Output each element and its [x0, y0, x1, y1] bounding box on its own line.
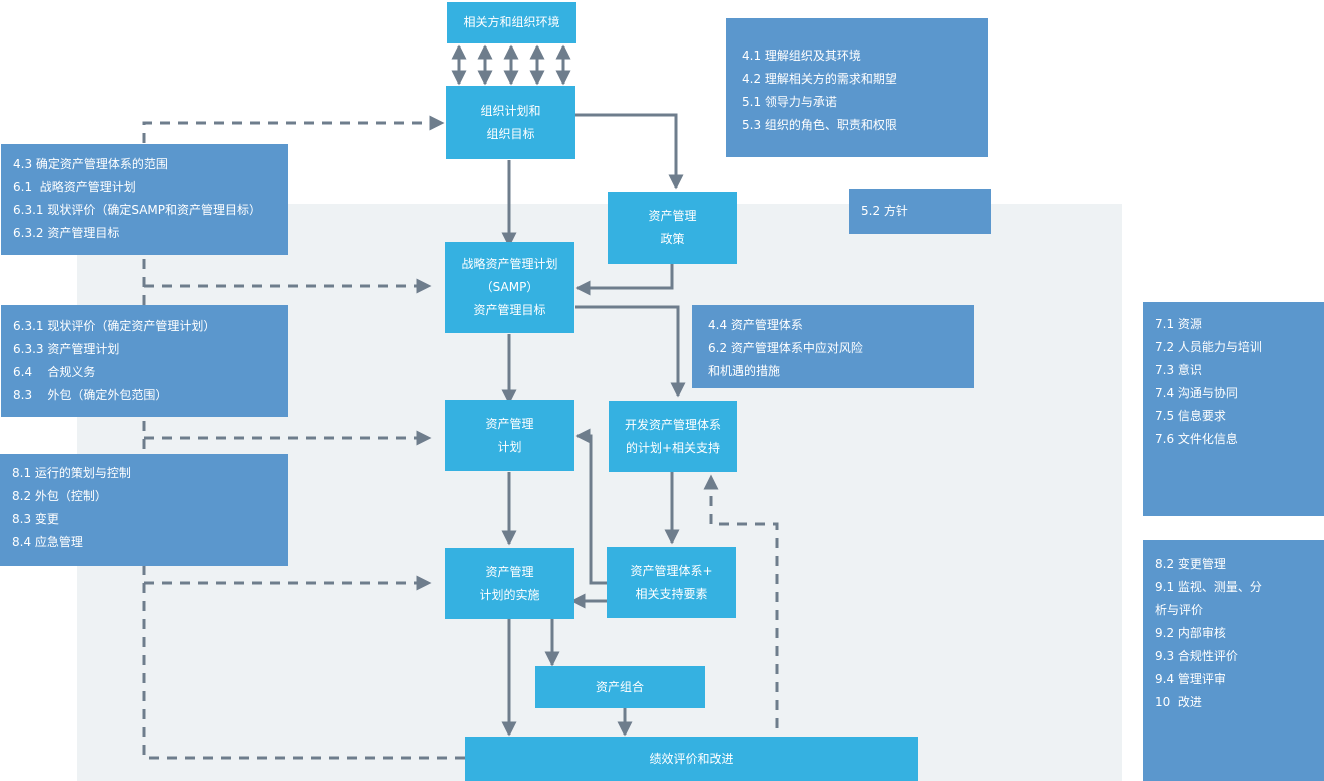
clause-line: 6.3.2 资产管理目标: [13, 226, 120, 240]
am-policy-label-1: 资产管理: [648, 209, 697, 223]
clause-line: 7.5 信息要求: [1155, 409, 1226, 423]
performance-node: 绩效评价和改进: [465, 737, 918, 781]
clause-line: 8.4 应急管理: [12, 535, 83, 549]
portfolio-label: 资产组合: [595, 679, 644, 694]
clause-line: 和机遇的措施: [708, 364, 781, 378]
clause-line: 7.3 意识: [1155, 363, 1202, 377]
clause-line: 析与评价: [1155, 603, 1204, 617]
am-policy-node: 资产管理 政策: [608, 192, 737, 264]
clause-line: 5.3 组织的角色、职责和权限: [742, 118, 897, 132]
dev-system-label-2: 的计划+相关支持: [625, 440, 721, 455]
clause-line: 9.1 监视、测量、分: [1155, 580, 1262, 594]
am-impl-node: 资产管理 计划的实施: [445, 548, 574, 619]
clause-line: 8.3 变更: [12, 512, 59, 526]
org-plan-label-1: 组织计划和: [480, 103, 541, 118]
clause-box-planning: 6.3.1 现状评价（确定资产管理计划） 6.3.3 资产管理计划 6.4 合规…: [1, 305, 288, 417]
dev-system-label-1: 开发资产管理体系: [624, 417, 721, 432]
clause-line: 4.2 理解相关方的需求和期望: [742, 72, 897, 86]
clause-line: 6.1 战略资产管理计划: [13, 180, 136, 194]
clause-line: 5.2 方针: [861, 204, 908, 218]
portfolio-node: 资产组合: [535, 666, 705, 708]
clause-line: 9.4 管理评审: [1155, 672, 1226, 686]
clause-line: 9.2 内部审核: [1155, 626, 1226, 640]
clause-line: 6.4 合规义务: [13, 365, 96, 379]
clause-line: 6.2 资产管理体系中应对风险: [708, 341, 863, 355]
system-support-label-1: 资产管理体系+: [630, 563, 713, 578]
clause-line: 7.2 人员能力与培训: [1155, 340, 1262, 354]
samp-label-1: 战略资产管理计划: [461, 257, 558, 271]
clause-line: 6.3.3 资产管理计划: [13, 342, 120, 356]
clause-line: 6.3.1 现状评价（确定资产管理计划）: [13, 319, 216, 333]
clause-line: 8.1 运行的策划与控制: [12, 466, 131, 480]
samp-label-3: 资产管理目标: [473, 303, 546, 317]
clause-box-context: 4.1 理解组织及其环境 4.2 理解相关方的需求和期望 5.1 领导力与承诺 …: [726, 18, 988, 157]
clause-line: 6.3.1 现状评价（确定SAMP和资产管理目标）: [13, 203, 261, 217]
clause-box-scope: 4.3 确定资产管理体系的范围 6.1 战略资产管理计划 6.3.1 现状评价（…: [1, 144, 288, 255]
clause-line: 10 改进: [1155, 695, 1202, 709]
clause-line: 7.1 资源: [1155, 317, 1202, 331]
am-plan-label-2: 计划: [497, 439, 522, 454]
samp-label-2: （SAMP）: [480, 280, 539, 294]
clause-box-system: 4.4 资产管理体系 6.2 资产管理体系中应对风险 和机遇的措施: [692, 305, 974, 388]
org-plan-label-2: 组织目标: [486, 126, 535, 141]
clause-line: 4.3 确定资产管理体系的范围: [13, 157, 168, 171]
am-impl-label-2: 计划的实施: [479, 587, 540, 602]
stakeholders-label: 相关方和组织环境: [463, 15, 560, 29]
clause-box-support: 7.1 资源 7.2 人员能力与培训 7.3 意识 7.4 沟通与协同 7.5 …: [1143, 302, 1324, 516]
org-plan-node: 组织计划和 组织目标: [446, 86, 575, 159]
am-impl-label-1: 资产管理: [485, 564, 534, 579]
samp-node: 战略资产管理计划 （SAMP） 资产管理目标: [445, 242, 574, 333]
flow-org-to-policy: [575, 113, 684, 190]
clause-line: 8.2 变更管理: [1155, 557, 1226, 571]
system-support-node: 资产管理体系+ 相关支持要素: [607, 547, 736, 618]
dev-system-node: 开发资产管理体系 的计划+相关支持: [609, 401, 737, 472]
clause-line: 4.4 资产管理体系: [708, 318, 803, 332]
clause-box-evaluation: 8.2 变更管理 9.1 监视、测量、分 析与评价 9.2 内部审核 9.3 合…: [1143, 540, 1324, 781]
performance-label: 绩效评价和改进: [649, 751, 734, 766]
clause-line: 8.3 外包（确定外包范围）: [13, 388, 168, 402]
clause-line: 4.1 理解组织及其环境: [742, 49, 861, 63]
clause-line: 7.4 沟通与协同: [1155, 386, 1238, 400]
stakeholders-node: 相关方和组织环境: [447, 2, 576, 43]
clause-box-operation: 8.1 运行的策划与控制 8.2 外包（控制） 8.3 变更 8.4 应急管理: [0, 454, 288, 566]
clause-box-policy: 5.2 方针: [849, 189, 991, 234]
am-plan-node: 资产管理 计划: [445, 400, 574, 471]
am-policy-label-2: 政策: [660, 232, 685, 246]
system-support-label-2: 相关支持要素: [635, 586, 708, 601]
clause-line: 9.3 合规性评价: [1155, 649, 1238, 663]
clause-line: 5.1 领导力与承诺: [742, 95, 837, 109]
clause-line: 8.2 外包（控制）: [12, 489, 107, 503]
clause-line: 7.6 文件化信息: [1155, 432, 1238, 446]
am-plan-label-1: 资产管理: [485, 416, 534, 431]
